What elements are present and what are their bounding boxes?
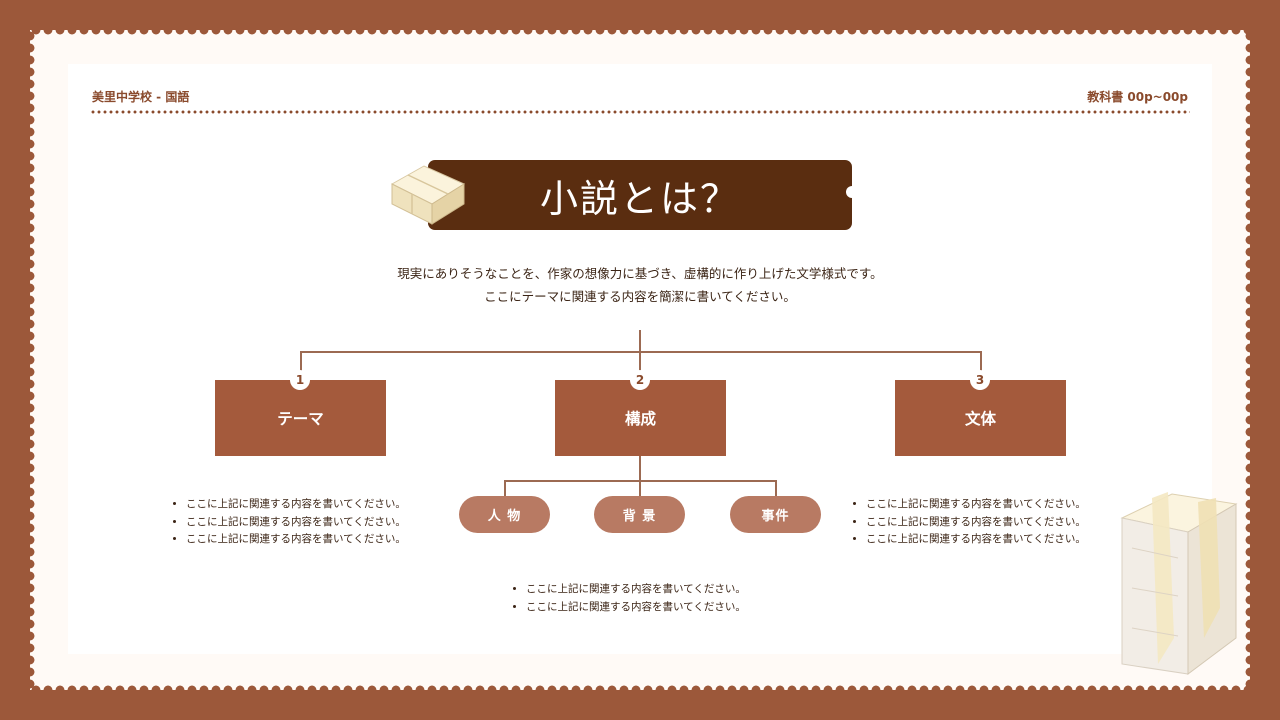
pill-setting: 背 景 — [594, 496, 685, 533]
bullet-list-right: ここに上記に関連する内容を書いてください。 ここに上記に関連する内容を書いてくだ… — [852, 496, 1086, 549]
bullet-list-left: ここに上記に関連する内容を書いてください。 ここに上記に関連する内容を書いてくだ… — [172, 496, 406, 549]
box-label: 文体 — [964, 410, 996, 428]
banner-notch — [846, 186, 858, 198]
sub-connector-trunk — [639, 456, 641, 480]
sub-connector-left — [504, 480, 506, 496]
list-item: ここに上記に関連する内容を書いてください。 — [526, 581, 746, 599]
list-item: ここに上記に関連する内容を書いてください。 — [866, 496, 1086, 514]
book-icon — [390, 165, 466, 225]
box-style: 文体 — [895, 380, 1066, 456]
list-item: ここに上記に関連する内容を書いてください。 — [186, 496, 406, 514]
box-theme: テーマ — [215, 380, 386, 456]
list-item: ここに上記に関連する内容を書いてください。 — [186, 531, 406, 549]
intro-text: 現実にありそうなことを、作家の想像力に基づき、虚構的に作り上げた文学様式です。 … — [240, 262, 1040, 308]
dotted-divider — [90, 110, 1190, 114]
list-item: ここに上記に関連する内容を書いてください。 — [526, 599, 746, 617]
perforation-left — [24, 30, 36, 690]
list-item: ここに上記に関連する内容を書いてください。 — [866, 514, 1086, 532]
pill-character: 人 物 — [459, 496, 550, 533]
title-banner: 小説とは？ — [428, 160, 858, 230]
page-title: 小説とは？ — [539, 176, 740, 221]
intro-line-2: ここにテーマに関連する内容を簡潔に書いてください。 — [484, 289, 796, 304]
box-label: テーマ — [277, 410, 324, 428]
header-school: 美里中学校 - 国語 — [92, 90, 190, 104]
list-item: ここに上記に関連する内容を書いてください。 — [186, 514, 406, 532]
number-badge: 3 — [970, 370, 990, 390]
sub-connector-center — [639, 480, 641, 496]
header-pages: 教科書 00p~00p — [1087, 90, 1188, 104]
intro-line-1: 現実にありそうなことを、作家の想像力に基づき、虚構的に作り上げた文学様式です。 — [397, 266, 883, 281]
box-label: 構成 — [624, 410, 656, 428]
box-structure: 構成 — [555, 380, 726, 456]
sub-connector-right — [775, 480, 777, 496]
number-badge: 2 — [630, 370, 650, 390]
bullet-list-center: ここに上記に関連する内容を書いてください。 ここに上記に関連する内容を書いてくだ… — [512, 581, 746, 616]
book-stack-icon — [1120, 492, 1238, 675]
connector-center — [639, 351, 641, 380]
number-badge: 1 — [290, 370, 310, 390]
connector-trunk — [639, 330, 641, 351]
list-item: ここに上記に関連する内容を書いてください。 — [866, 531, 1086, 549]
perforation-right — [1244, 30, 1256, 690]
connector-right — [980, 351, 982, 380]
connector-left — [300, 351, 302, 380]
connector-horizontal — [300, 351, 981, 353]
pill-event: 事件 — [730, 496, 821, 533]
